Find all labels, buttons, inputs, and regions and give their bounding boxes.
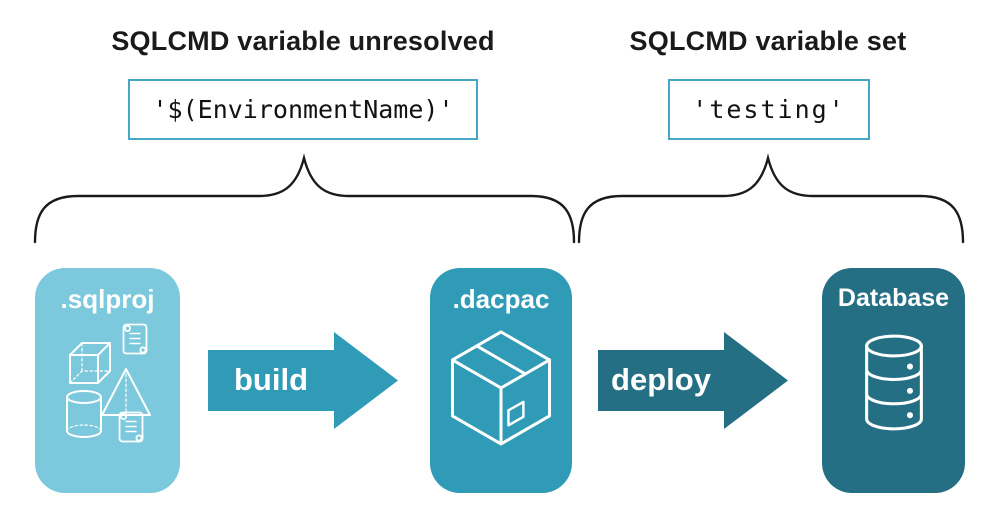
node-database: Database bbox=[822, 268, 965, 493]
sqlproj-icons bbox=[65, 323, 151, 443]
scroll-icon bbox=[118, 411, 143, 443]
deploy-arrow-label: deploy bbox=[611, 362, 711, 397]
database-cylinder-icon bbox=[864, 334, 923, 431]
header-sqlcmd-set: SQLCMD variable set bbox=[629, 26, 907, 56]
brace-left bbox=[33, 153, 576, 244]
header-sqlcmd-unresolved: SQLCMD variable unresolved bbox=[111, 26, 495, 56]
package-box-icon bbox=[450, 330, 552, 446]
database-label: Database bbox=[837, 284, 950, 312]
deploy-arrow bbox=[598, 332, 788, 429]
code-box-testing-value: 'testing' bbox=[668, 79, 870, 140]
cylinder-icon bbox=[65, 390, 102, 438]
code-box-environment-variable: '$(EnvironmentName)' bbox=[128, 79, 478, 140]
build-arrow-label: build bbox=[233, 362, 309, 397]
scroll-icon bbox=[122, 323, 147, 355]
node-dacpac: .dacpac bbox=[430, 268, 572, 493]
pyramid-icon bbox=[100, 368, 151, 416]
dacpac-label: .dacpac bbox=[452, 284, 550, 314]
sqlproj-label: .sqlproj bbox=[60, 284, 155, 314]
build-arrow bbox=[208, 332, 398, 429]
cube-icon bbox=[68, 342, 111, 384]
brace-right bbox=[577, 153, 965, 244]
node-sqlproj: .sqlproj bbox=[35, 268, 180, 493]
